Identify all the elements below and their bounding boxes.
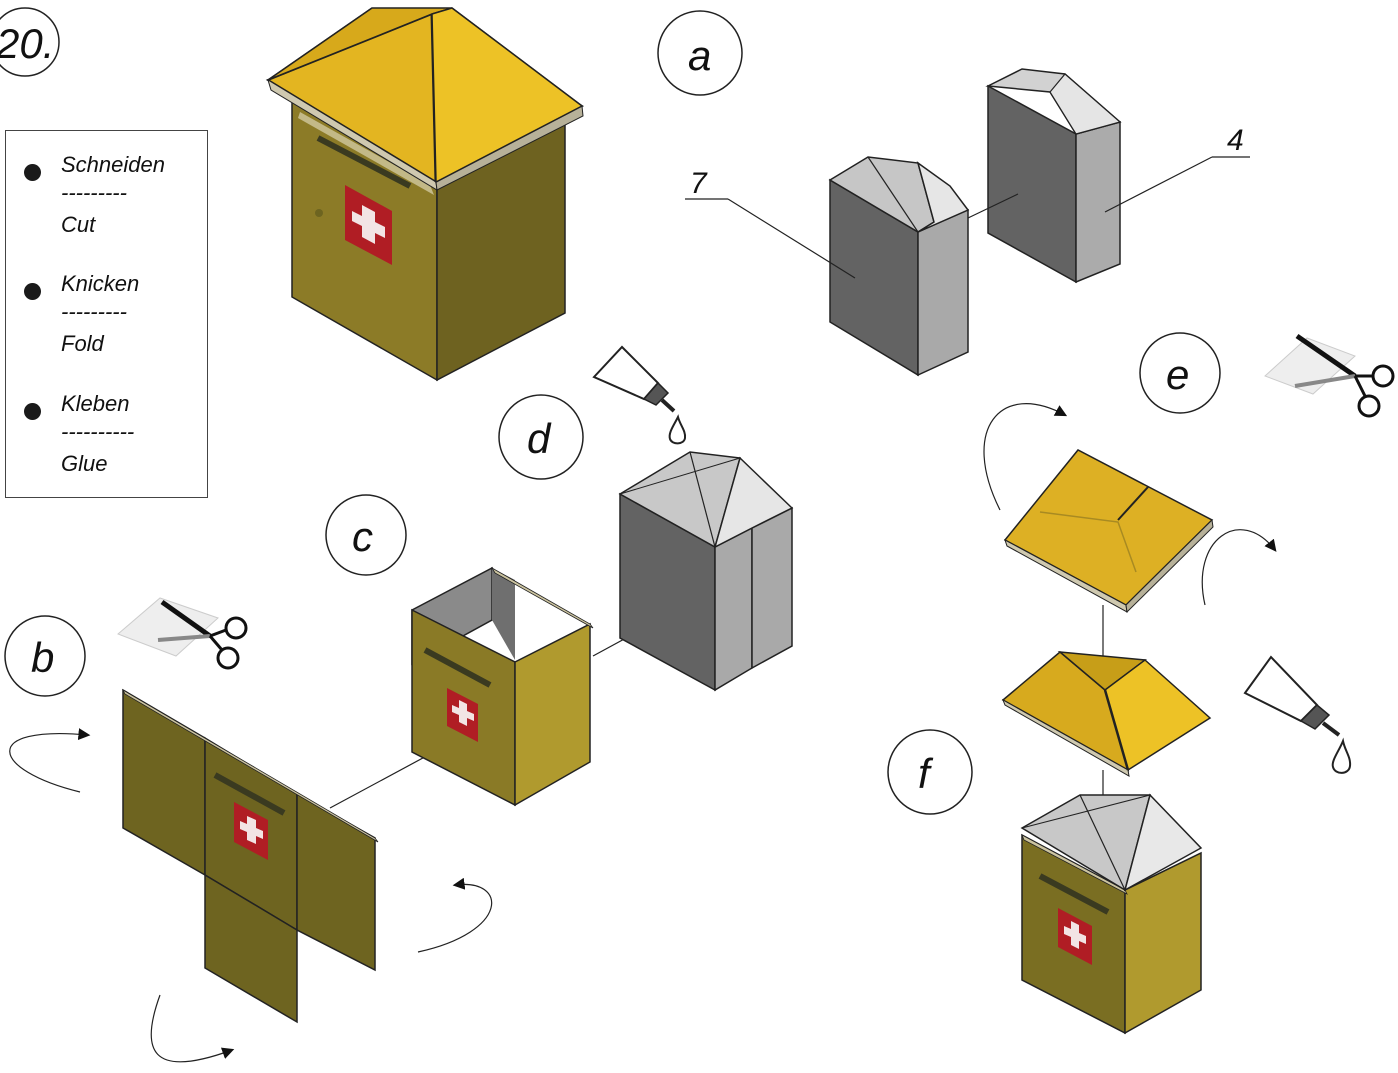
svg-text:7: 7 bbox=[690, 167, 708, 200]
legend-label-de: Knicken bbox=[61, 271, 140, 296]
bullet-dot-icon bbox=[24, 283, 41, 300]
step-d-label: d bbox=[498, 394, 584, 480]
rotate-arrow-icon bbox=[1201, 529, 1277, 606]
mail-slot bbox=[316, 135, 412, 189]
legend-label-de: Kleben bbox=[61, 391, 130, 416]
lock-keyhole bbox=[315, 209, 323, 217]
step-f-label: f bbox=[887, 729, 973, 815]
step-e-label: e bbox=[1139, 332, 1221, 414]
swiss-cross-icon bbox=[345, 185, 392, 265]
glue-tube-icon bbox=[592, 345, 687, 445]
legend-label-de: Schneiden bbox=[61, 152, 165, 177]
final-assembled-box bbox=[1020, 793, 1203, 1035]
bullet-dot-icon bbox=[24, 403, 41, 420]
rotate-arrow-icon bbox=[9, 728, 91, 793]
glue-tube-icon bbox=[1243, 655, 1352, 774]
part-number-7: 7 bbox=[685, 167, 856, 279]
svg-text:b: b bbox=[31, 634, 54, 681]
step-c-label: c bbox=[325, 494, 407, 576]
svg-text:d: d bbox=[527, 415, 552, 462]
flat-net bbox=[122, 688, 379, 1024]
rotate-arrow-icon bbox=[150, 994, 235, 1063]
folded-walls bbox=[411, 566, 594, 807]
legend-label-en: Fold bbox=[61, 331, 104, 356]
step-b-label: b bbox=[4, 615, 86, 697]
svg-text:e: e bbox=[1166, 351, 1189, 398]
rotate-arrow-icon bbox=[417, 877, 493, 953]
figure-number-badge: 20. bbox=[0, 7, 60, 77]
svg-text:c: c bbox=[352, 513, 373, 560]
legend-separator: ---------- bbox=[61, 419, 135, 444]
legend-box: Schneiden --------- Cut Knicken --------… bbox=[5, 130, 208, 498]
block-part-7 bbox=[828, 156, 970, 377]
scissors-icon bbox=[1264, 333, 1395, 418]
combined-grey-box bbox=[618, 451, 794, 692]
svg-text:4: 4 bbox=[1227, 124, 1244, 157]
flat-roof-sheet bbox=[1003, 449, 1214, 614]
connector-line bbox=[967, 193, 1019, 219]
legend-label-en: Glue bbox=[61, 451, 108, 476]
part-number-4: 4 bbox=[1104, 124, 1250, 213]
legend-separator: --------- bbox=[61, 299, 127, 324]
step-a-label: a bbox=[657, 10, 743, 96]
folded-roof bbox=[1001, 651, 1212, 777]
finished-mailbox bbox=[265, 7, 585, 382]
legend-separator: --------- bbox=[61, 180, 127, 205]
svg-text:a: a bbox=[688, 32, 711, 79]
block-part-4 bbox=[985, 68, 1122, 284]
scissors-icon bbox=[117, 597, 248, 670]
bullet-dot-icon bbox=[24, 164, 41, 181]
figure-number: 20. bbox=[0, 20, 54, 67]
rotate-arrow-icon bbox=[983, 403, 1068, 511]
legend-label-en: Cut bbox=[61, 212, 96, 237]
